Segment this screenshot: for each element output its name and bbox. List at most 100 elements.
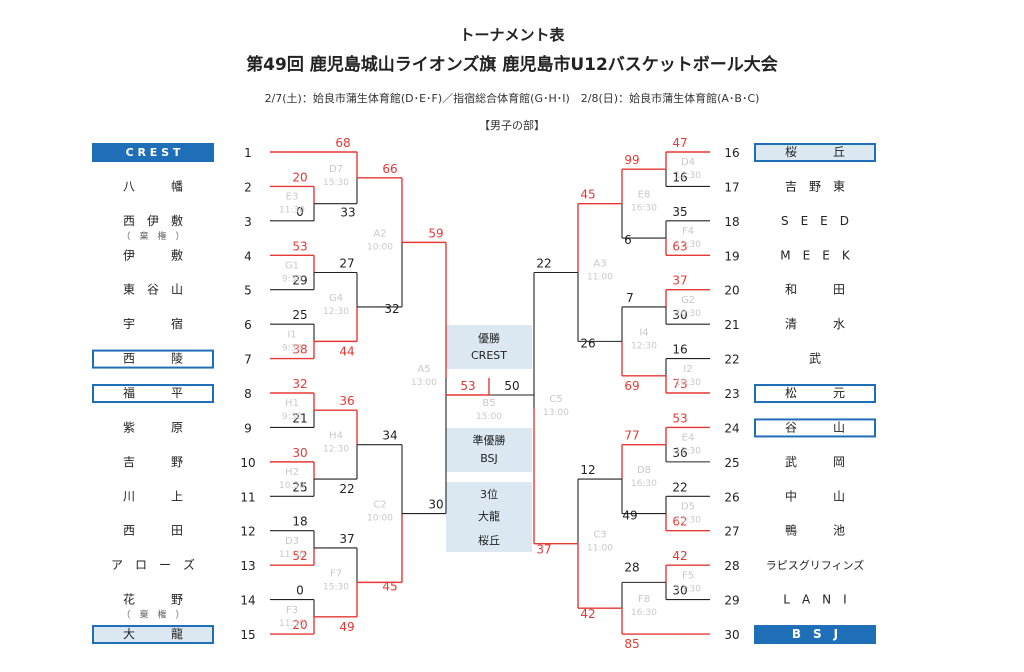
seed-number: 13: [240, 559, 255, 573]
score: 25: [292, 480, 307, 494]
seed-number: 18: [724, 215, 739, 229]
score: 27: [339, 257, 354, 271]
team-note: （ 棄 権 ）: [121, 230, 184, 242]
team-name: L A N I: [783, 593, 846, 607]
seed-number: 20: [724, 284, 739, 298]
game-time: 10:30: [279, 481, 305, 491]
score: 53: [292, 239, 307, 253]
team-name: 福 平: [123, 385, 183, 400]
game-code: H2: [285, 467, 299, 478]
score: 37: [536, 543, 551, 557]
game-time: 13:00: [543, 408, 569, 418]
seed-number: 16: [724, 146, 739, 160]
seed-number: 1: [244, 146, 252, 160]
game-code: G4: [329, 293, 343, 304]
team-name: 西 伊 敷: [123, 213, 183, 228]
score: 30: [672, 308, 687, 322]
seed-number: 2: [244, 180, 252, 194]
score: 45: [580, 188, 595, 202]
score: 66: [382, 162, 397, 176]
score: 42: [672, 549, 687, 563]
game-time: 10:00: [367, 242, 393, 252]
seed-number: 24: [724, 421, 739, 435]
game-time: 12:30: [323, 445, 349, 455]
team-name: ア ロ ー ズ: [111, 557, 195, 572]
score: 29: [292, 274, 307, 288]
game-code: D5: [681, 502, 695, 513]
score: 32: [384, 302, 399, 316]
runnerup-team: BSJ: [480, 452, 498, 465]
team-name: 中 山: [785, 488, 845, 503]
team-name: C R E S T: [126, 146, 181, 159]
seed-number: 15: [240, 628, 255, 642]
score: 53: [672, 411, 687, 425]
game-code: A2: [373, 228, 386, 239]
score: 0: [296, 584, 304, 598]
score: 33: [340, 206, 355, 220]
score: 77: [624, 429, 639, 443]
seed-number: 9: [244, 421, 252, 435]
seed-number: 5: [244, 284, 252, 298]
seed-number: 14: [240, 594, 255, 608]
game-code: G1: [285, 261, 299, 272]
game-time: 15:30: [323, 582, 349, 592]
seed-number: 22: [724, 353, 739, 367]
game-code: H4: [329, 431, 343, 442]
seed-number: 26: [724, 490, 739, 504]
seed-number: 19: [724, 249, 739, 263]
team-name: 吉 野 東: [785, 179, 845, 193]
champion-box: 優勝 CREST: [446, 325, 532, 369]
score: 44: [339, 344, 354, 358]
team-name: 宇 宿: [123, 316, 183, 331]
team-name: S E E D: [781, 214, 849, 228]
game-code: D3: [285, 536, 299, 547]
game-code: I1: [287, 329, 296, 340]
runnerup-label: 準優勝: [472, 434, 506, 447]
score: 22: [536, 257, 551, 271]
third-place-team-1: 大龍: [478, 510, 500, 523]
game-code: I4: [639, 327, 648, 338]
game-code: B5: [482, 398, 495, 409]
third-place-box: 3位 大龍 桜丘: [446, 482, 532, 552]
score: 12: [580, 463, 595, 477]
game-time: 12:30: [631, 341, 657, 351]
game-time: 12:30: [675, 447, 701, 457]
score: 53: [460, 379, 475, 393]
champion-team: CREST: [471, 349, 507, 362]
game-time: 15:00: [476, 412, 502, 422]
page-title: トーナメント表: [459, 26, 565, 44]
score: 16: [672, 343, 687, 357]
runnerup-box: 準優勝 BSJ: [446, 428, 532, 472]
game-time: 16:30: [631, 479, 657, 489]
team-highlight: [92, 625, 214, 645]
game-time: 16:30: [631, 204, 657, 214]
score: 21: [292, 411, 307, 425]
seed-number: 30: [724, 628, 739, 642]
game-time: 9:30: [282, 412, 302, 422]
game-code: C3: [593, 530, 606, 541]
score: 30: [672, 584, 687, 598]
score: 22: [339, 482, 354, 496]
team-name: 武: [809, 352, 821, 366]
team-name: 大 龍: [123, 626, 183, 641]
seed-number: 4: [244, 249, 252, 263]
seed-number: 29: [724, 594, 739, 608]
score: 36: [672, 446, 687, 460]
score: 20: [292, 618, 307, 632]
third-place-team-2: 桜丘: [478, 534, 500, 547]
score: 6: [624, 233, 632, 247]
seed-number: 3: [244, 215, 252, 229]
game-code: A5: [417, 364, 430, 375]
team-highlight: [92, 143, 214, 162]
game-time: 16:30: [631, 608, 657, 618]
score: 85: [624, 637, 639, 651]
game-time: 13:00: [411, 378, 437, 388]
score: 62: [672, 515, 687, 529]
score: 22: [672, 480, 687, 494]
score: 42: [580, 607, 595, 621]
seed-number: 17: [724, 180, 739, 194]
team-name: 西 田: [123, 524, 183, 538]
seed-number: 21: [724, 318, 739, 332]
score: 68: [335, 136, 350, 150]
